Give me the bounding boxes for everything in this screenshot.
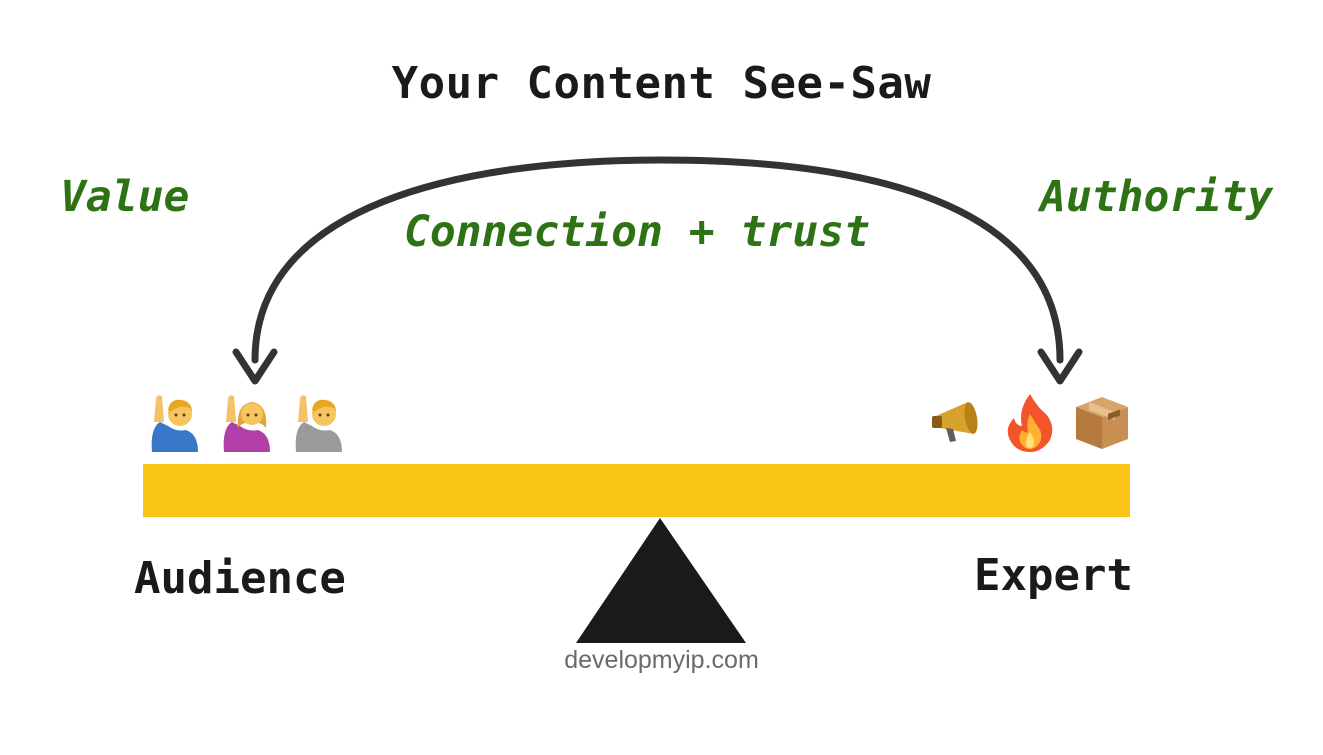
- fire-icon: [994, 390, 1066, 454]
- authority-label: Authority: [1040, 172, 1273, 222]
- woman-raising-hand-pink-icon: [210, 390, 282, 454]
- expert-emojis: [922, 390, 1138, 454]
- right-arrowhead-icon: [1037, 348, 1083, 385]
- connection-label: Connection + trust: [404, 207, 870, 257]
- audience-emojis: [138, 390, 354, 454]
- watermark-text: developmyip.com: [564, 646, 759, 674]
- left-arrowhead-icon: [232, 348, 278, 385]
- person-raising-hand-gray-icon: [282, 390, 354, 454]
- package-box-icon: [1066, 390, 1138, 454]
- audience-label: Audience: [134, 553, 346, 604]
- see-saw-plank: [143, 464, 1130, 517]
- arc-path: [251, 156, 1064, 364]
- value-label: Value: [60, 172, 190, 222]
- page-title: Your Content See-Saw: [391, 58, 932, 109]
- expert-label: Expert: [974, 550, 1133, 601]
- megaphone-icon: [922, 390, 994, 454]
- person-raising-hand-blue-icon: [138, 390, 210, 454]
- fulcrum-triangle: [576, 518, 746, 643]
